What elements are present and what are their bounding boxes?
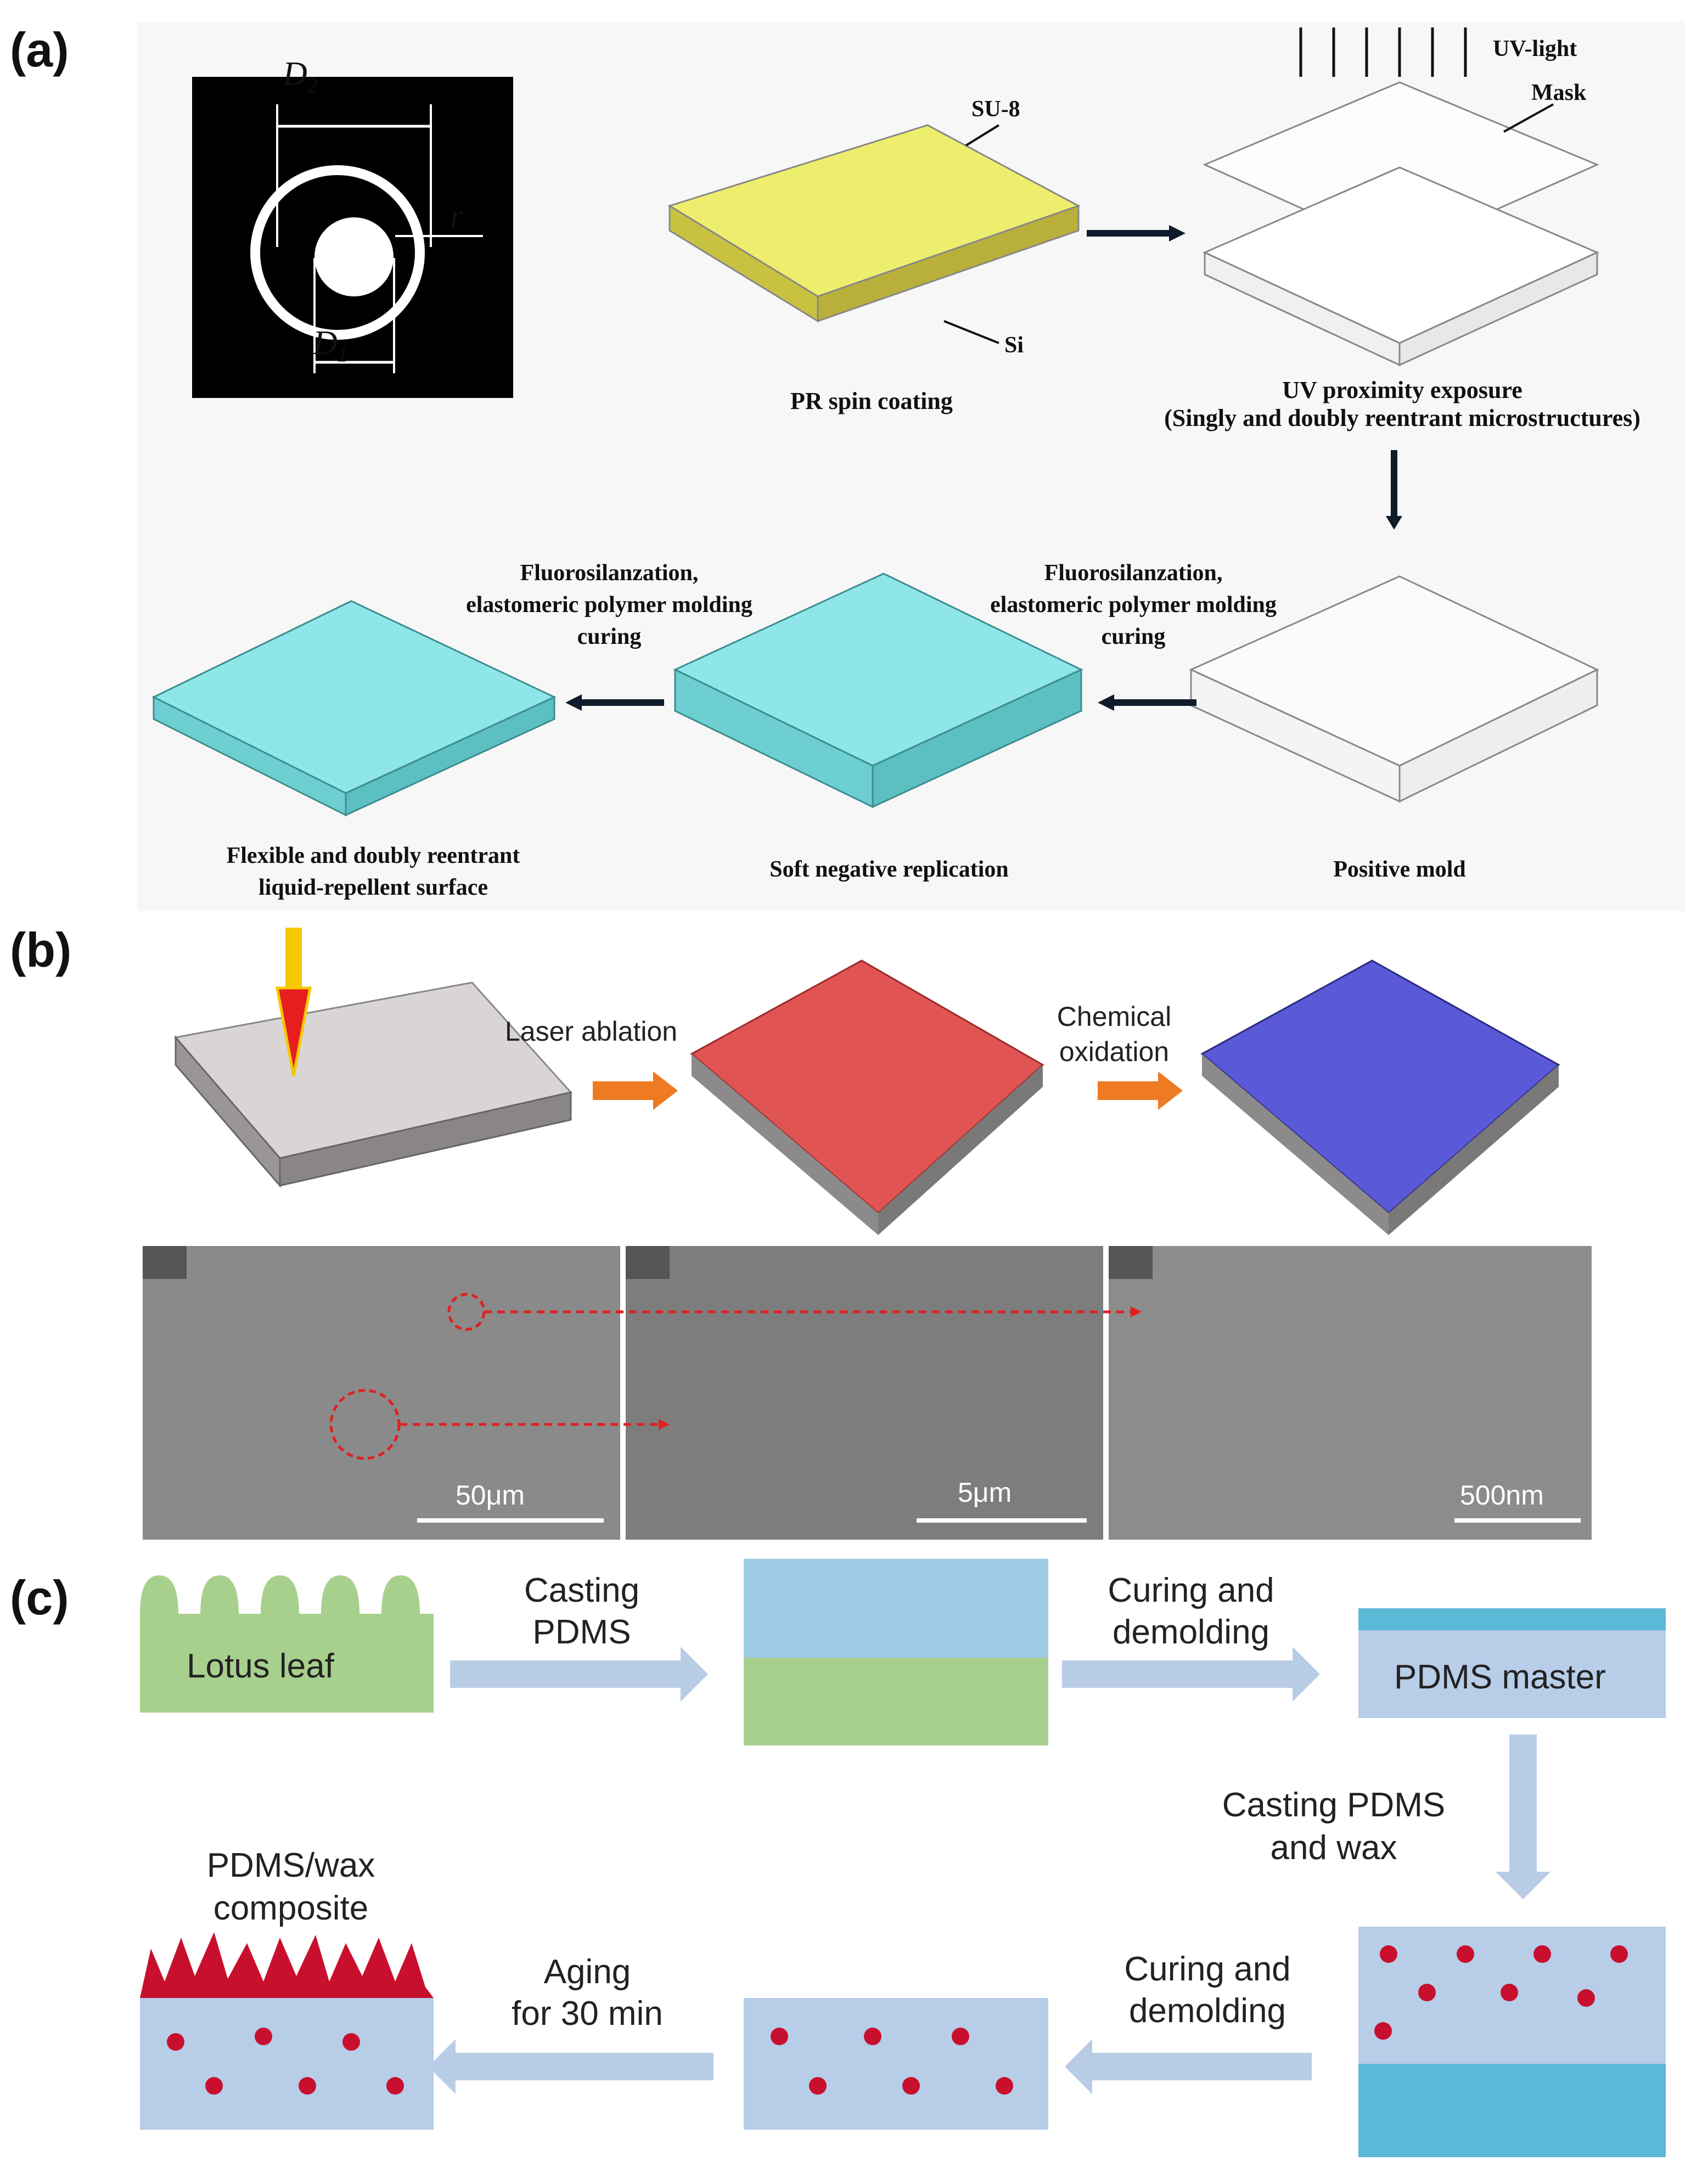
flexible-surface-label: Flexible and doubly reentrant liquid-rep… <box>226 843 520 900</box>
blue-arrow-2 <box>1062 1647 1320 1702</box>
arrow-right-a1 <box>1087 225 1186 242</box>
casting-pdms-wax-label: Casting PDMS and wax <box>1222 1786 1446 1867</box>
su8-block <box>667 124 1081 344</box>
lotus-pdms-casting <box>744 1559 1048 1746</box>
arrow-left-a1 <box>1098 694 1196 711</box>
curing-demolding-label-1: Curing and demolding <box>1108 1572 1274 1651</box>
scale-bar-label-2: 5μm <box>958 1477 1012 1508</box>
blue-arrow-1 <box>450 1647 708 1702</box>
mask-pattern <box>192 77 513 398</box>
blue-arrow-left-2 <box>428 2039 713 2094</box>
gray-substrate <box>174 981 572 1188</box>
d1-label: D1 <box>313 324 348 367</box>
zoom-arrows <box>400 1310 1131 1426</box>
panel-b-diagram <box>143 928 1603 1542</box>
arrow-down-a <box>1386 450 1402 530</box>
scale-bar-label-1: 50μm <box>456 1480 525 1511</box>
positive-mold <box>1189 575 1599 803</box>
lotus-leaf-block <box>140 1575 434 1713</box>
panel-label-a: (a) <box>10 23 69 77</box>
pdms-wax-replica <box>744 1998 1048 2130</box>
blue-bump-surface <box>1200 959 1560 1235</box>
aging-label: Aging for 30 min <box>512 1953 663 2033</box>
blue-arrow-down <box>1496 1735 1550 1899</box>
uv-light-label: UV-light <box>1493 36 1577 61</box>
pdms-wax-composite <box>140 1932 434 2130</box>
orange-arrow-2 <box>1098 1071 1183 1110</box>
pdms-wax-mold <box>1358 1927 1666 2157</box>
mask-label: Mask <box>1531 80 1587 105</box>
arrow-left-a2 <box>565 694 664 711</box>
soft-negative-replica <box>673 573 1083 809</box>
panel-c-diagram <box>104 1559 1685 2163</box>
d2-label: D2 <box>283 55 318 98</box>
laser-ablation-label: Laser ablation <box>505 1016 678 1047</box>
fluoro-step-left: Fluorosilanzation, elastomeric polymer m… <box>466 560 752 649</box>
chemical-oxidation-label: Chemical oxidation <box>1057 1001 1172 1067</box>
laser-beam-icon <box>275 928 312 1076</box>
pdms-master-block <box>1358 1608 1666 1718</box>
red-bump-surface <box>690 959 1044 1235</box>
r-label: r <box>450 198 463 234</box>
positive-mold-label: Positive mold <box>1333 857 1466 882</box>
soft-negative-label: Soft negative replication <box>769 857 1009 882</box>
panel-label-c: (c) <box>10 1570 69 1625</box>
pr-spin-coating-label: PR spin coating <box>790 388 953 414</box>
panel-label-b: (b) <box>10 923 72 977</box>
pdms-master-label: PDMS master <box>1394 1658 1606 1696</box>
casting-pdms-label: Casting PDMS <box>524 1572 640 1651</box>
orange-arrow-1 <box>593 1071 678 1110</box>
lotus-leaf-label: Lotus leaf <box>187 1647 334 1685</box>
curing-demolding-label-2: Curing and demolding <box>1124 1950 1291 2030</box>
zoom-arrowhead-2 <box>659 1419 670 1430</box>
uv-exposure-label: UV proximity exposure (Singly and doubly… <box>1164 377 1640 431</box>
blue-arrow-left-1 <box>1065 2039 1312 2094</box>
sem-image-1 <box>143 1246 620 1540</box>
panel-a-diagram <box>137 22 1685 911</box>
zoom-arrowhead-1 <box>1131 1306 1142 1317</box>
scale-bar-label-3: 500nm <box>1460 1480 1544 1511</box>
fluoro-step-right: Fluorosilanzation, elastomeric polymer m… <box>990 560 1277 649</box>
sem-image-2 <box>626 1246 1103 1540</box>
composite-label: PDMS/wax composite <box>206 1847 375 1927</box>
si-label: Si <box>1004 333 1024 358</box>
uv-light-arrows <box>1299 27 1467 77</box>
exposed-substrate <box>1203 166 1599 367</box>
sem-image-3 <box>1109 1246 1592 1540</box>
flexible-surface <box>151 600 557 817</box>
su8-label: SU-8 <box>971 97 1020 122</box>
